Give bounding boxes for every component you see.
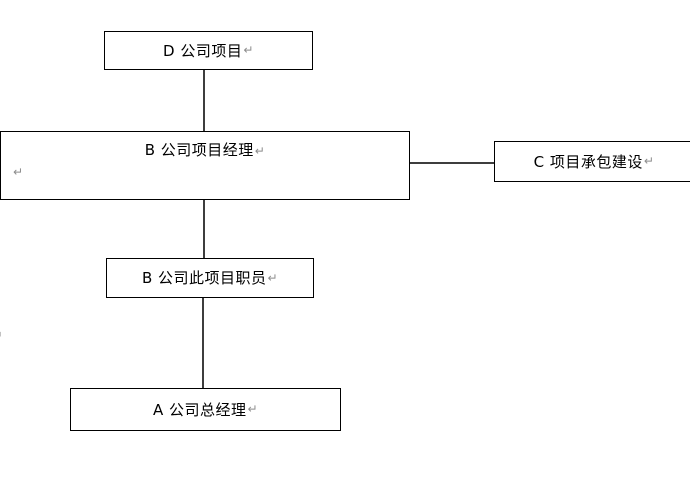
node-c-contract-construction-label: C 项目承包建设 [533, 152, 643, 171]
node-d-project-label: D 公司项目 [163, 41, 243, 60]
connector-b-to-staff[interactable] [203, 199, 205, 259]
node-b-project-manager[interactable]: B 公司项目经理↵ ↵ [0, 131, 410, 200]
paragraph-mark-icon: ↵ [247, 402, 259, 417]
paragraph-mark-icon: ↵ [643, 154, 655, 169]
paragraph-mark-icon: ↵ [267, 270, 279, 285]
connector-d-to-b[interactable] [203, 69, 205, 132]
paragraph-mark-icon: ↵ [13, 165, 24, 179]
node-b-project-staff-label: B 公司此项目职员 [141, 269, 267, 287]
node-b-project-staff[interactable]: B 公司此项目职员↵ [106, 258, 314, 298]
paragraph-mark-icon: ↵ [0, 330, 3, 343]
node-c-contract-construction[interactable]: C 项目承包建设↵ [494, 141, 690, 182]
paragraph-mark-icon: ↵ [254, 144, 266, 158]
node-a-general-manager[interactable]: A 公司总经理↵ [70, 388, 341, 431]
node-b-project-manager-label: B 公司项目经理 [144, 141, 254, 159]
connector-staff-to-a[interactable] [202, 296, 204, 389]
node-d-project[interactable]: D 公司项目↵ [104, 31, 313, 70]
paragraph-mark-icon: ↵ [243, 43, 254, 58]
node-a-general-manager-label: A 公司总经理 [152, 400, 247, 419]
node-b-project-manager-line: B 公司项目经理↵ [1, 141, 409, 159]
node-b-empty-paragraph: ↵ [1, 162, 409, 180]
connector-b-to-c[interactable] [409, 162, 494, 164]
